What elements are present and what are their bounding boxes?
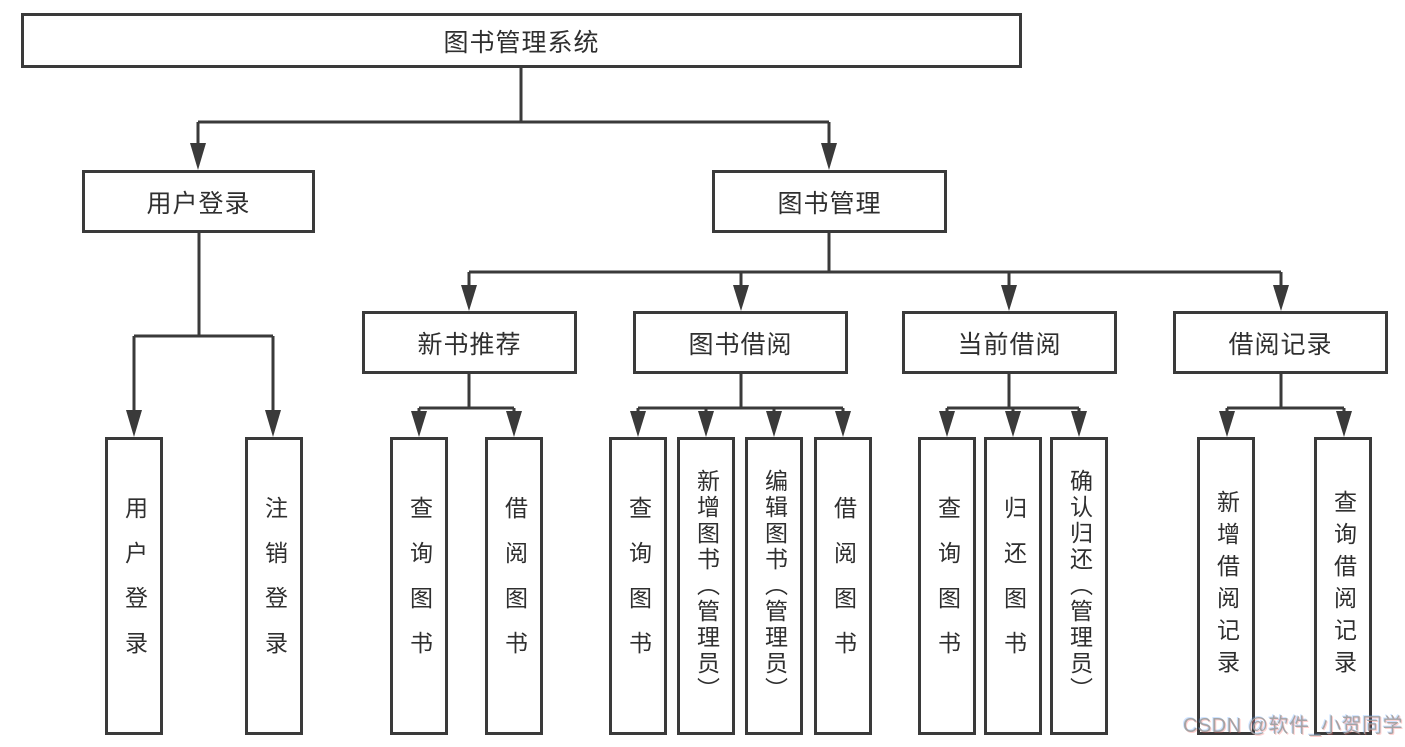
- leaf-borrow-query-books-label: 查询图书: [625, 496, 652, 676]
- node-new-book-recommend: 新书推荐: [362, 311, 577, 374]
- leaf-return-books-label: 归还图书: [1000, 496, 1027, 676]
- csdn-watermark: CSDN @软件_小贺同学: [1183, 715, 1404, 737]
- leaf-borrow-books-label: 借阅图书: [830, 496, 857, 676]
- leaf-user-login-label: 用户登录: [121, 496, 148, 676]
- leaf-confirm-return-admin: 确认归还（管理员）: [1050, 437, 1108, 735]
- node-book-management: 图书管理: [712, 170, 947, 233]
- node-library-management-system: 图书管理系统: [21, 13, 1022, 68]
- leaf-confirm-return-admin-label: 确认归还（管理员）: [1066, 469, 1093, 703]
- node-borrow-records: 借阅记录: [1173, 311, 1388, 374]
- leaf-logout-label: 注销登录: [261, 496, 288, 676]
- leaf-query-borrow-record-label: 查询借阅记录: [1330, 490, 1357, 682]
- leaf-add-books-admin-label: 新增图书（管理员）: [693, 469, 720, 703]
- leaf-user-login: 用户登录: [105, 437, 163, 735]
- leaf-add-books-admin: 新增图书（管理员）: [677, 437, 735, 735]
- node-current-borrow: 当前借阅: [902, 311, 1117, 374]
- leaf-current-query-books-label: 查询图书: [934, 496, 961, 676]
- leaf-recommend-query-books: 查询图书: [390, 437, 448, 735]
- leaf-add-borrow-record-label: 新增借阅记录: [1213, 490, 1240, 682]
- leaf-logout: 注销登录: [245, 437, 303, 735]
- leaf-borrow-query-books: 查询图书: [609, 437, 667, 735]
- leaf-recommend-borrow-books-label: 借阅图书: [501, 496, 528, 676]
- leaf-edit-books-admin: 编辑图书（管理员）: [745, 437, 803, 735]
- leaf-borrow-books: 借阅图书: [814, 437, 872, 735]
- node-user-login: 用户登录: [82, 170, 315, 233]
- leaf-edit-books-admin-label: 编辑图书（管理员）: [761, 469, 788, 703]
- node-book-borrow: 图书借阅: [633, 311, 848, 374]
- leaf-return-books: 归还图书: [984, 437, 1042, 735]
- leaf-query-borrow-record: 查询借阅记录: [1314, 437, 1372, 735]
- leaf-recommend-query-books-label: 查询图书: [406, 496, 433, 676]
- leaf-current-query-books: 查询图书: [918, 437, 976, 735]
- leaf-add-borrow-record: 新增借阅记录: [1197, 437, 1255, 735]
- leaf-recommend-borrow-books: 借阅图书: [485, 437, 543, 735]
